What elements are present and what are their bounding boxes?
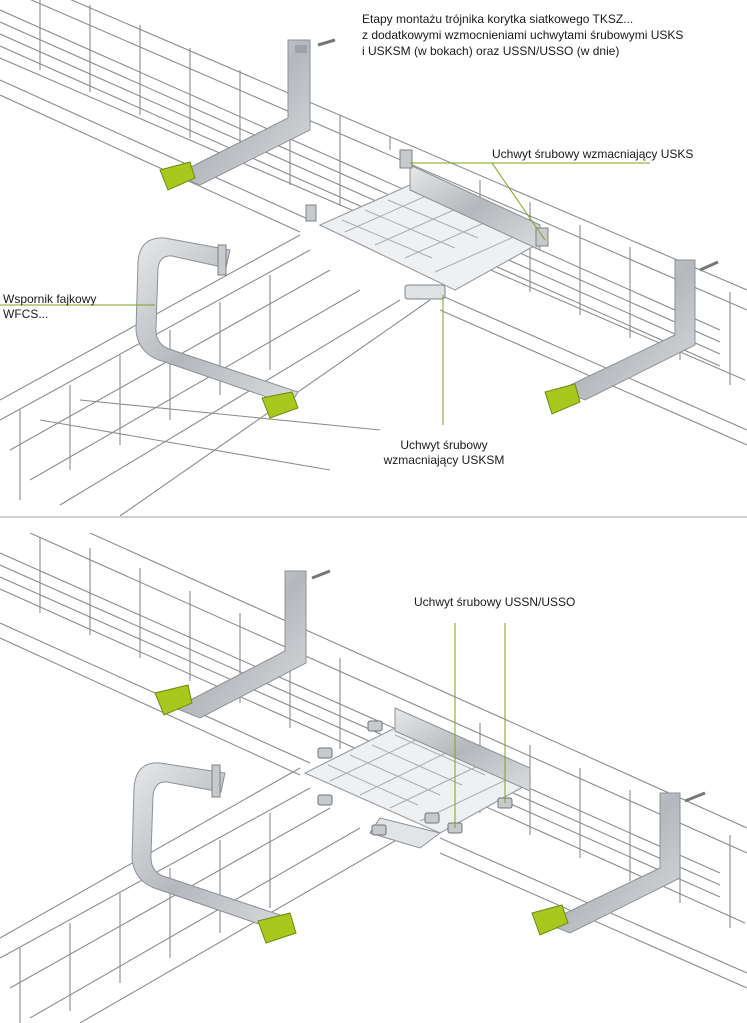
label-wfcs-line-2: WFCS... bbox=[3, 307, 49, 321]
wall-bracket-right bbox=[531, 791, 706, 936]
wfcs-pipe-support bbox=[131, 762, 297, 944]
bottom-illustration-panel: Uchwyt śrubowy USSN/USSO bbox=[0, 533, 747, 1023]
assembly-caption: Etapy montażu trójnika korytka siatkoweg… bbox=[362, 11, 683, 59]
bottom-tee-illustration bbox=[0, 533, 747, 1023]
main-wire-tray bbox=[0, 0, 747, 446]
label-wfcs: Wspornik fajkowy WFCS... bbox=[3, 292, 96, 322]
wall-bracket-upper bbox=[154, 569, 331, 719]
label-usksm-line-2: wzmacniający USKSM bbox=[383, 453, 505, 467]
caption-line-2: z dodatkowymi wzmocnieniami uchwytami śr… bbox=[362, 28, 684, 42]
wfcs-pipe-support bbox=[135, 237, 299, 419]
label-ussn-usso: Uchwyt śrubowy USSN/USSO bbox=[414, 595, 576, 609]
tee-connector-plate bbox=[303, 707, 532, 849]
label-usksm-line-1: Uchwyt śrubowy bbox=[400, 438, 488, 452]
leader-lines bbox=[0, 162, 650, 425]
leader-lines bbox=[454, 623, 506, 828]
usksm-clip bbox=[404, 284, 446, 300]
label-usks: Uchwyt śrubowy wzmacniający USKS bbox=[492, 147, 694, 161]
wall-bracket-right bbox=[544, 259, 719, 415]
caption-line-3: i USKSM (w bokach) oraz USSN/USSO (w dni… bbox=[362, 44, 620, 58]
ussn-usso-clip bbox=[317, 720, 513, 836]
caption-line-1: Etapy montażu trójnika korytka siatkoweg… bbox=[362, 12, 634, 26]
tee-connector-plate bbox=[318, 164, 547, 291]
label-usksm: Uchwyt śrubowy wzmacniający USKSM bbox=[370, 438, 518, 468]
top-tee-illustration bbox=[0, 0, 747, 516]
label-wfcs-line-1: Wspornik fajkowy bbox=[3, 292, 97, 306]
top-illustration-panel: Uchwyt śrubowy wzmacniający USKS Wsporni… bbox=[0, 0, 747, 516]
usks-clip bbox=[305, 149, 549, 247]
wall-bracket-upper bbox=[159, 38, 336, 191]
panel-divider bbox=[0, 516, 747, 518]
